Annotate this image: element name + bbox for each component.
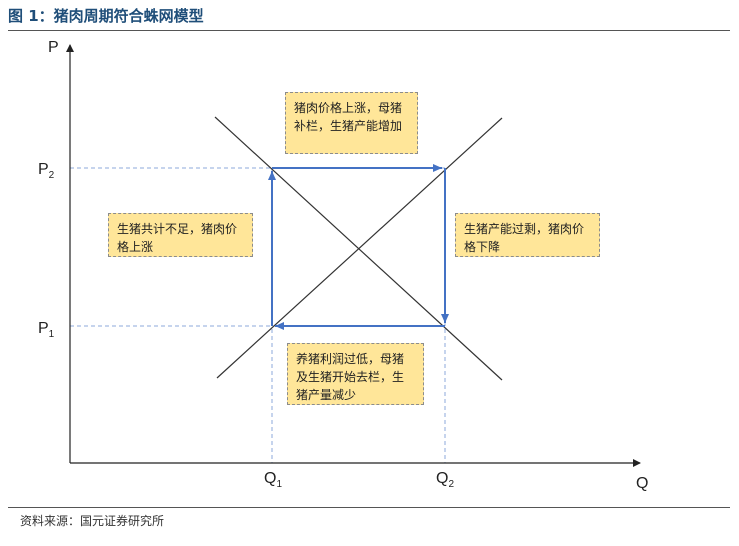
annotation-overcapacity: 生猪产能过剩，猪肉价格下降 <box>455 213 600 257</box>
p1-label: P1 <box>38 320 55 340</box>
q2-label: Q2 <box>436 470 454 490</box>
supply-curve <box>216 117 503 379</box>
title-rule <box>8 30 730 31</box>
annotation-destocking: 养猪利润过低，母猪及生猪开始去栏，生猪产量减少 <box>287 343 424 405</box>
y-axis-label: P <box>48 39 59 56</box>
p2-label: P2 <box>38 161 55 181</box>
source-rule <box>8 507 730 508</box>
annotation-supply-shortage: 生猪共计不足，猪肉价格上涨 <box>108 213 253 257</box>
annotation-price-rise-restock: 猪肉价格上涨，母猪补栏，生猪产能增加 <box>285 92 418 154</box>
x-axis-label: Q <box>636 475 648 492</box>
source-note: 资料来源：国元证券研究所 <box>20 514 165 528</box>
q1-label: Q1 <box>264 470 282 490</box>
figure-title: 图 1：猪肉周期符合蛛网模型 <box>8 7 204 25</box>
